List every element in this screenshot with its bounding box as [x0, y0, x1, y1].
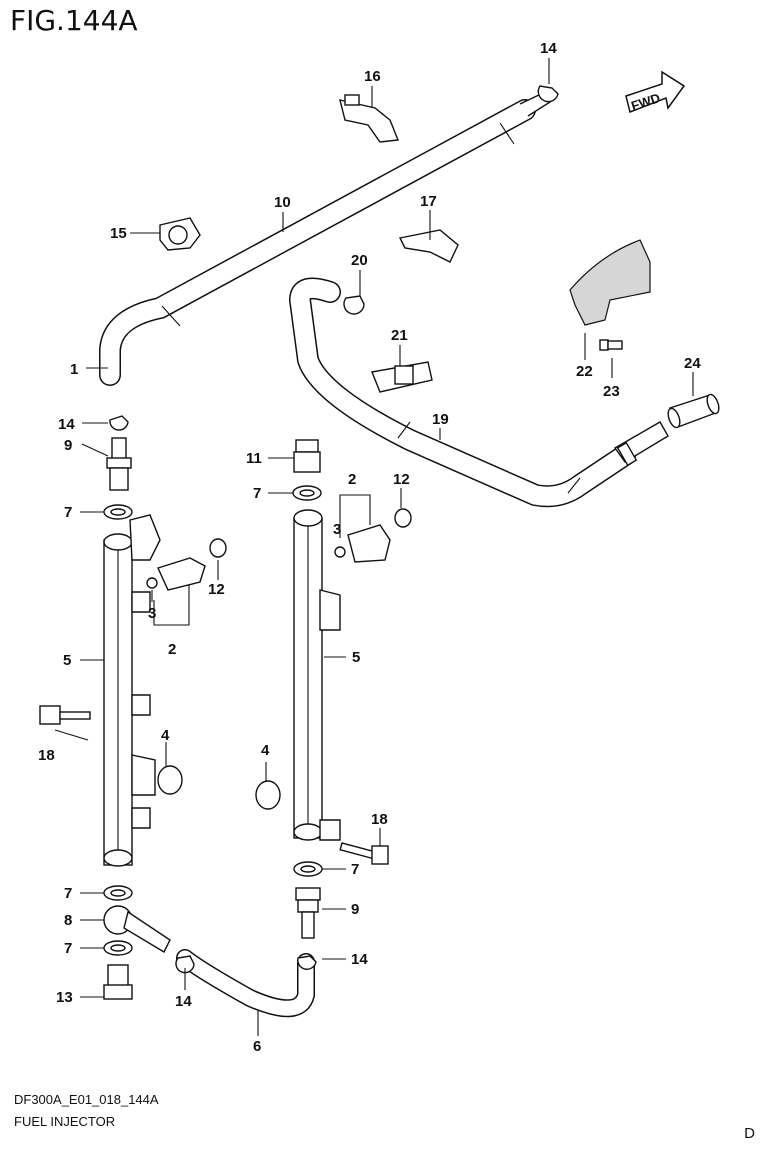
callout-9: 9 — [64, 437, 72, 454]
leader-lines — [54, 58, 694, 1036]
part-18-right-bolt — [339, 842, 389, 865]
callout-12: 12 — [208, 581, 225, 598]
callout-20: 20 — [351, 252, 368, 269]
callout-7: 7 — [64, 940, 72, 957]
part-14-clip-mid — [109, 415, 129, 431]
part-14-clip-lower-right — [297, 955, 317, 970]
part-6-fuel-hose — [176, 949, 315, 1018]
callout-14: 14 — [540, 40, 557, 57]
part-17-clamp — [398, 229, 459, 263]
part-7-washer-5 — [293, 861, 323, 877]
callout-14: 14 — [58, 416, 75, 433]
callout-8: 8 — [64, 912, 72, 929]
part-5-left-fuel-rail — [103, 514, 161, 867]
part-16-clamp — [339, 94, 399, 143]
callout-3: 3 — [333, 521, 341, 538]
callout-7: 7 — [253, 485, 261, 502]
part-8-banjo-fitting — [103, 905, 171, 953]
part-15-clamp — [159, 217, 201, 251]
part-4-left-spacer — [157, 765, 183, 795]
callout-2: 2 — [168, 641, 176, 658]
callout-5: 5 — [63, 652, 71, 669]
callout-4: 4 — [161, 727, 170, 744]
part-13-bolt — [103, 964, 133, 1000]
callout-4: 4 — [261, 742, 270, 759]
callout-19: 19 — [432, 411, 449, 428]
part-22-bracket — [569, 239, 651, 326]
callout-17: 17 — [420, 193, 437, 210]
part-9-left-fitting — [106, 437, 132, 491]
callout-3: 3 — [148, 605, 156, 622]
callout-16: 16 — [364, 68, 381, 85]
part-7-washer-3 — [103, 885, 133, 901]
callout-18: 18 — [38, 747, 55, 764]
callout-1: 1 — [70, 361, 78, 378]
callout-13: 13 — [56, 989, 73, 1006]
callout-6: 6 — [253, 1038, 261, 1055]
callout-15: 15 — [110, 225, 127, 242]
callout-5: 5 — [352, 649, 360, 666]
corner-mark: D — [744, 1125, 755, 1142]
part-21-clamp — [371, 361, 433, 393]
part-23-bolt — [599, 339, 623, 351]
part-14-clip-lower-left — [175, 955, 195, 974]
part-4-right-spacer — [255, 780, 281, 810]
callout-2: 2 — [348, 471, 356, 488]
fwd-arrow-icon: FWD — [625, 70, 686, 114]
part-2-left-injector — [146, 538, 227, 591]
part-7-washer-1 — [103, 504, 133, 520]
part-5-right-fuel-rail — [293, 509, 341, 841]
callout-10: 10 — [274, 194, 291, 211]
part-7-washer-4 — [103, 940, 133, 956]
callout-24: 24 — [684, 355, 701, 372]
callout-labels: 1 14 9 7 5 18 7 8 7 13 15 10 16 14 17 20… — [38, 40, 701, 1055]
diagram-name: FUEL INJECTOR — [14, 1114, 116, 1129]
callout-14: 14 — [175, 993, 192, 1010]
callout-9: 9 — [351, 901, 359, 918]
callout-14: 14 — [351, 951, 368, 968]
part-14-clip-top — [537, 85, 559, 103]
callout-23: 23 — [603, 383, 620, 400]
callout-21: 21 — [391, 327, 408, 344]
figure-title: FIG.144A — [10, 4, 138, 37]
callout-7: 7 — [351, 861, 359, 878]
part-24-sleeve — [667, 393, 720, 429]
part-7-washer-2 — [292, 485, 322, 501]
callout-7: 7 — [64, 885, 72, 902]
callout-7: 7 — [64, 504, 72, 521]
part-9-right-fitting — [295, 887, 321, 939]
callout-12: 12 — [393, 471, 410, 488]
callout-22: 22 — [576, 363, 593, 380]
callout-18: 18 — [371, 811, 388, 828]
part-18-left-bolt — [39, 705, 91, 725]
part-20-clip — [343, 295, 365, 315]
diagram-code: DF300A_E01_018_144A — [14, 1092, 159, 1107]
callout-11: 11 — [246, 450, 262, 467]
part-2-right-injector — [334, 508, 412, 563]
part-19-fuel-hose — [288, 277, 669, 508]
part-11-plug — [293, 439, 321, 473]
